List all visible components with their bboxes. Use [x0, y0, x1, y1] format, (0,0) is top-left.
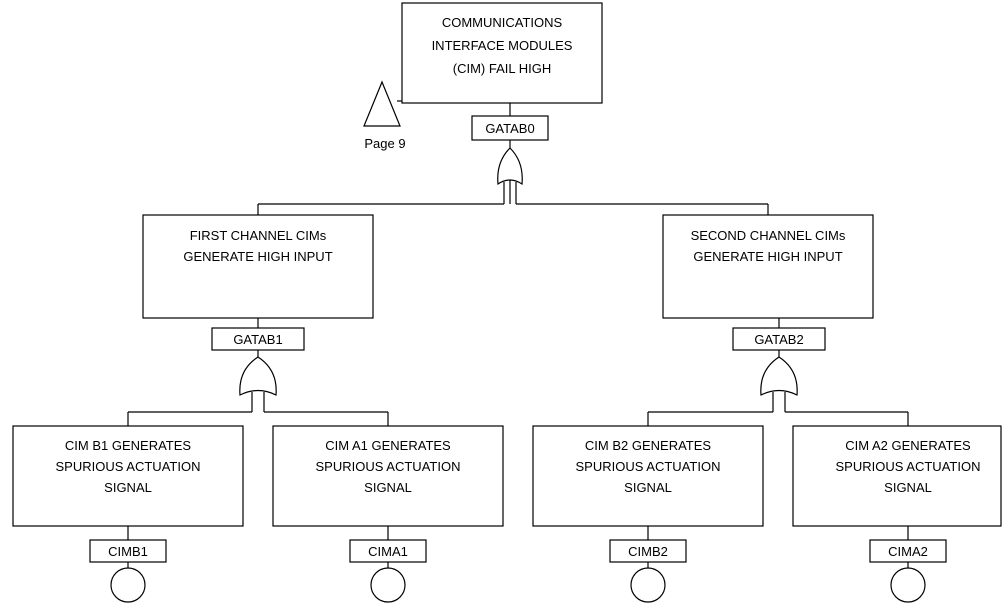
- or-gate-icon-gatab1: [239, 356, 277, 396]
- transfer-symbol: Page 9: [363, 80, 406, 151]
- basic-event-box-cimb1: [12, 425, 244, 527]
- gate-label-gatab1: GATAB1: [233, 332, 282, 347]
- basic-event-cima2-line-1: CIM A2 GENERATES: [845, 438, 971, 453]
- basic-event-cima2: CIM A2 GENERATES SPURIOUS ACTUATION SIGN…: [792, 425, 1002, 603]
- gate-label-gatab0: GATAB0: [485, 121, 534, 136]
- basic-event-cimb1-line-1: CIM B1 GENERATES: [65, 438, 192, 453]
- top-event-line-2: INTERFACE MODULES: [432, 38, 573, 53]
- event-label-cimb2: CIMB2: [628, 544, 668, 559]
- basic-event-cima1-line-2: SPURIOUS ACTUATION: [316, 459, 461, 474]
- event-label-cima1: CIMA1: [368, 544, 408, 559]
- middle-event-second-channel: SECOND CHANNEL CIMs GENERATE HIGH INPUT: [662, 214, 874, 319]
- basic-event-cima2-line-2: SPURIOUS ACTUATION: [836, 459, 981, 474]
- basic-event-cima2-line-3: SIGNAL: [884, 480, 932, 495]
- basic-event-circle-icon-cimb1: [110, 567, 146, 603]
- middle-event-2-line-1: SECOND CHANNEL CIMs: [691, 228, 846, 243]
- basic-event-cimb2: CIM B2 GENERATES SPURIOUS ACTUATION SIGN…: [532, 425, 764, 603]
- basic-event-cimb2-line-2: SPURIOUS ACTUATION: [576, 459, 721, 474]
- top-event-line-3: (CIM) FAIL HIGH: [453, 61, 551, 76]
- event-label-cimb1: CIMB1: [108, 544, 148, 559]
- middle-event-2-line-2: GENERATE HIGH INPUT: [693, 249, 842, 264]
- transfer-page-label: Page 9: [364, 136, 405, 151]
- basic-event-cima1-line-1: CIM A1 GENERATES: [325, 438, 451, 453]
- basic-event-box-cima1: [272, 425, 504, 527]
- middle-event-1-line-1: FIRST CHANNEL CIMs: [190, 228, 327, 243]
- gate-label-gatab2: GATAB2: [754, 332, 803, 347]
- or-gate-icon-gatab2: [760, 356, 798, 396]
- top-event-line-1: COMMUNICATIONS: [442, 15, 563, 30]
- basic-event-cimb1-line-2: SPURIOUS ACTUATION: [56, 459, 201, 474]
- basic-event-cima1-line-3: SIGNAL: [364, 480, 412, 495]
- basic-event-box-cima2: [792, 425, 1002, 527]
- basic-event-cima1: CIM A1 GENERATES SPURIOUS ACTUATION SIGN…: [272, 425, 504, 603]
- basic-event-cimb2-line-3: SIGNAL: [624, 480, 672, 495]
- basic-event-circle-icon-cimb2: [630, 567, 666, 603]
- middle-event-1-line-2: GENERATE HIGH INPUT: [183, 249, 332, 264]
- event-label-cima2: CIMA2: [888, 544, 928, 559]
- middle-event-first-channel: FIRST CHANNEL CIMs GENERATE HIGH INPUT: [142, 214, 374, 319]
- middle-event-box-2: [662, 214, 874, 319]
- basic-event-cimb1: CIM B1 GENERATES SPURIOUS ACTUATION SIGN…: [12, 425, 244, 603]
- gate-label-box-gatab0: [471, 115, 549, 141]
- basic-event-cimb1-line-3: SIGNAL: [104, 480, 152, 495]
- transfer-triangle-icon: [363, 80, 401, 127]
- top-event-box: [401, 2, 603, 104]
- or-gate-icon-gatab0: [497, 147, 523, 186]
- basic-event-circle-icon-cima1: [370, 567, 406, 603]
- basic-event-box-cimb2: [532, 425, 764, 527]
- basic-event-circle-icon-cima2: [890, 567, 926, 603]
- basic-event-cimb2-line-1: CIM B2 GENERATES: [585, 438, 712, 453]
- top-event: COMMUNICATIONS INTERFACE MODULES (CIM) F…: [401, 2, 603, 104]
